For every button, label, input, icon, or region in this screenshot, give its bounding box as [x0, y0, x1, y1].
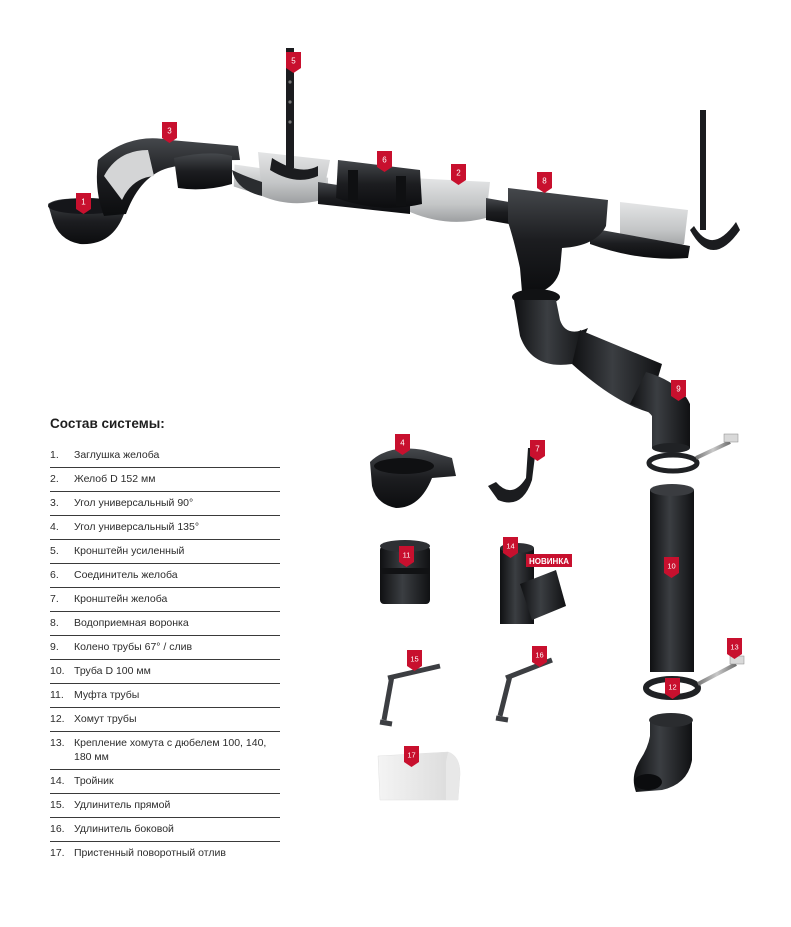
svg-text:10: 10	[667, 562, 675, 571]
marker-9: 9	[671, 380, 686, 401]
list-item: 15.Удлинитель прямой	[50, 794, 280, 818]
list-item: 11.Муфта трубы	[50, 684, 280, 708]
reinforced-bracket	[270, 48, 318, 180]
parts-list: 1.Заглушка желоба 2.Желоб D 152 мм 3.Уго…	[50, 444, 280, 865]
marker-12: 12	[665, 678, 680, 699]
marker-7: 7	[530, 440, 545, 461]
svg-text:12: 12	[668, 683, 676, 692]
svg-text:17: 17	[407, 751, 415, 760]
svg-text:14: 14	[506, 542, 514, 551]
list-item: 1.Заглушка желоба	[50, 444, 280, 468]
list-item: 10.Труба D 100 мм	[50, 660, 280, 684]
marker-14: 14	[503, 537, 518, 558]
list-item: 9.Колено трубы 67° / слив	[50, 636, 280, 660]
marker-4: 4	[395, 434, 410, 455]
list-item: 2.Желоб D 152 мм	[50, 468, 280, 492]
list-item: 12.Хомут трубы	[50, 708, 280, 732]
list-item: 8.Водоприемная воронка	[50, 612, 280, 636]
marker-3: 3	[162, 122, 177, 143]
gutter-bracket	[488, 448, 536, 503]
list-item: 4.Угол универсальный 135°	[50, 516, 280, 540]
svg-text:1: 1	[81, 198, 86, 207]
marker-11: 11	[399, 546, 414, 567]
marker-17: 17	[404, 746, 419, 767]
list-item: 7.Кронштейн желоба	[50, 588, 280, 612]
parts-list-title: Состав системы:	[50, 416, 165, 431]
svg-text:13: 13	[730, 643, 738, 652]
list-item: 5.Кронштейн усиленный	[50, 540, 280, 564]
svg-text:9: 9	[676, 385, 681, 394]
list-item: 3.Угол универсальный 90°	[50, 492, 280, 516]
svg-text:7: 7	[535, 445, 540, 454]
downpipe	[650, 484, 694, 672]
gutter-joint	[336, 160, 422, 208]
marker-1: 1	[76, 193, 91, 214]
marker-16: 16	[532, 646, 547, 667]
svg-text:2: 2	[456, 169, 461, 178]
universal-corner-135	[370, 448, 456, 508]
list-item: 17.Пристенный поворотный отлив	[50, 847, 226, 859]
svg-text:4: 4	[400, 439, 405, 448]
gutter-bracket-right	[690, 110, 740, 250]
new-badge: НОВИНКА	[526, 554, 572, 567]
list-item: 6.Соединитель желоба	[50, 564, 280, 588]
list-item: 13.Крепление хомута с дюбелем 100, 140, …	[50, 732, 280, 770]
svg-text:НОВИНКА: НОВИНКА	[529, 557, 569, 566]
universal-corner-90	[96, 138, 240, 216]
list-item: 16.Удлинитель боковой	[50, 818, 280, 842]
marker-15: 15	[407, 650, 422, 671]
marker-10: 10	[664, 557, 679, 578]
downpipe-outlet	[633, 713, 693, 792]
gutter-segments	[233, 152, 690, 259]
svg-text:5: 5	[291, 57, 296, 66]
straight-extender	[379, 663, 441, 727]
wall-drain	[377, 751, 461, 801]
pipe-clamp-upper	[646, 433, 739, 474]
marker-5: 5	[286, 52, 301, 73]
svg-text:16: 16	[535, 651, 543, 660]
marker-13: 13	[727, 638, 742, 659]
svg-text:6: 6	[382, 156, 387, 165]
svg-text:11: 11	[403, 551, 411, 560]
svg-text:3: 3	[167, 127, 172, 136]
list-item: 14.Тройник	[50, 770, 280, 794]
pipe-coupling	[380, 540, 430, 604]
downpipe-funnel	[508, 188, 608, 305]
svg-text:15: 15	[410, 655, 418, 664]
marker-6: 6	[377, 151, 392, 172]
marker-8: 8	[537, 172, 552, 193]
part-markers: 1 2 3 4 5 6 7 8 9 10 11 12 13 14 15 16 1…	[76, 52, 742, 767]
svg-text:8: 8	[542, 177, 547, 186]
side-extender	[495, 657, 553, 723]
marker-2: 2	[451, 164, 466, 185]
